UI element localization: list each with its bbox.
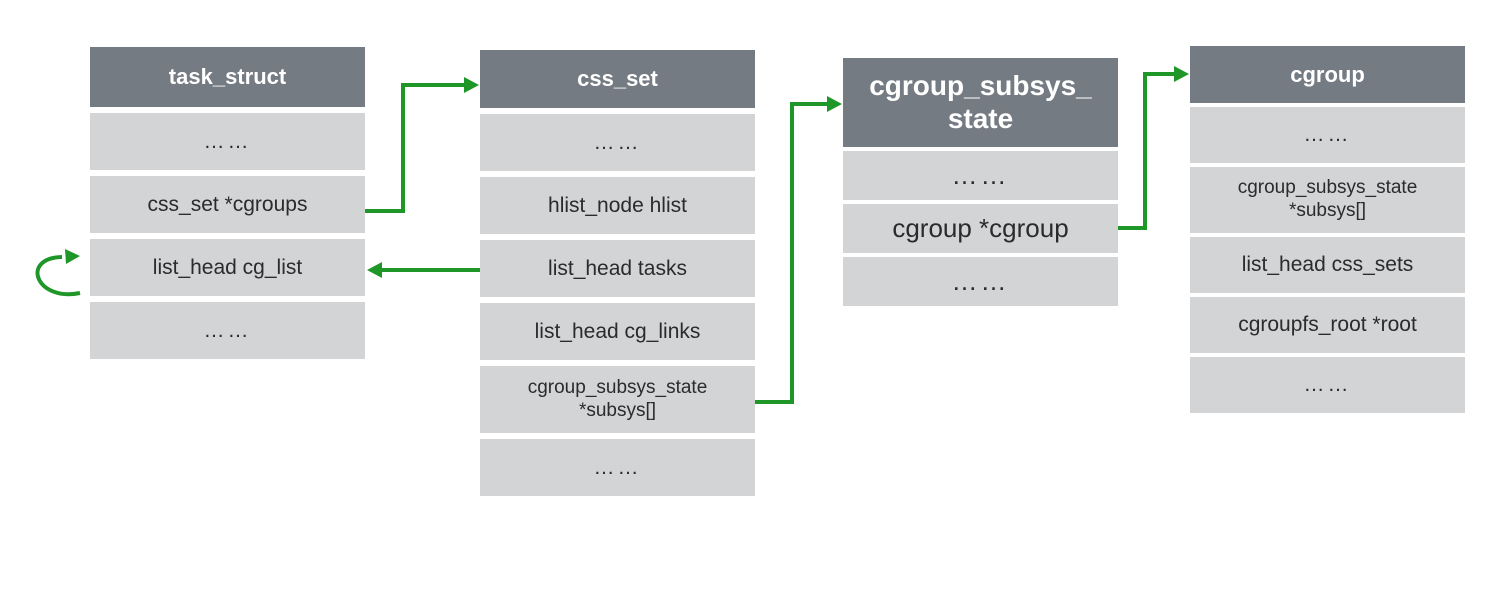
table-header-css-set: css_set xyxy=(480,50,755,108)
table-row-cgroup-pointer: cgroup *cgroup xyxy=(843,204,1118,253)
struct-table-task-struct: task_struct …… css_set *cgroups list_hea… xyxy=(90,47,365,359)
table-row-subsys-array: cgroup_subsys_state *subsys[] xyxy=(1190,167,1465,233)
table-row-list-head-tasks: list_head tasks xyxy=(480,240,755,297)
struct-table-cgroup: cgroup …… cgroup_subsys_state *subsys[] … xyxy=(1190,46,1465,413)
table-row: …… xyxy=(90,302,365,359)
table-row-subsys-array: cgroup_subsys_state *subsys[] xyxy=(480,366,755,433)
arrow-cgroups-to-css-set xyxy=(365,77,479,213)
arrow-tasks-to-cg-list xyxy=(367,262,480,278)
table-row: …… xyxy=(1190,107,1465,163)
struct-table-css-set: css_set …… hlist_node hlist list_head ta… xyxy=(480,50,755,496)
table-row: …… xyxy=(480,439,755,496)
table-header-cgroup: cgroup xyxy=(1190,46,1465,103)
table-row-list-head-cg-list: list_head cg_list xyxy=(90,239,365,296)
table-row-cgroupfs-root: cgroupfs_root *root xyxy=(1190,297,1465,353)
arrow-cg-list-self-loop xyxy=(35,249,81,297)
table-row: …… xyxy=(90,113,365,170)
table-header-cgroup-subsys-state: cgroup_subsys_ state xyxy=(843,58,1118,147)
arrow-cgroup-pointer-to-cgroup xyxy=(1118,66,1189,230)
table-row-hlist-node-hlist: hlist_node hlist xyxy=(480,177,755,234)
table-row: …… xyxy=(1190,357,1465,413)
struct-table-cgroup-subsys-state: cgroup_subsys_ state …… cgroup *cgroup …… xyxy=(843,58,1118,306)
table-row: …… xyxy=(843,151,1118,200)
table-header-task-struct: task_struct xyxy=(90,47,365,107)
table-row-list-head-cg-links: list_head cg_links xyxy=(480,303,755,360)
table-row: …… xyxy=(480,114,755,171)
arrow-subsys-to-cgroup-subsys-state xyxy=(755,96,842,404)
table-row-list-head-css-sets: list_head css_sets xyxy=(1190,237,1465,293)
table-row: …… xyxy=(843,257,1118,306)
table-row-css-set-cgroups: css_set *cgroups xyxy=(90,176,365,233)
